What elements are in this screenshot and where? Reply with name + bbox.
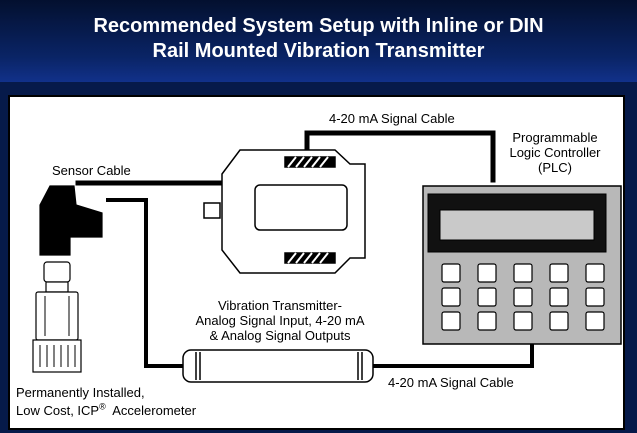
plc-keypad	[441, 263, 605, 331]
plc-key	[477, 263, 497, 283]
plc-key	[513, 287, 533, 307]
plc-key	[441, 263, 461, 283]
plc-key	[585, 263, 605, 283]
accel-text-pre: Low Cost, ICP	[16, 403, 100, 419]
accel-text-post: Accelerometer	[105, 403, 197, 419]
transmitter-label-line-3: & Analog Signal Outputs	[209, 328, 351, 343]
accelerometer	[32, 185, 103, 373]
plc-key	[549, 263, 569, 283]
accel-base-grooves	[39, 345, 76, 367]
title-band: Recommended System Setup with Inline or …	[0, 0, 637, 82]
accelerometer-label-line-2: Low Cost, ICP® Accelerometer	[16, 402, 197, 419]
inline-transmitter-body	[182, 349, 374, 383]
plc-label-line-3: (PLC)	[538, 160, 572, 175]
signal-cable-bottom	[370, 340, 534, 368]
cables	[75, 130, 534, 368]
plc-key	[585, 287, 605, 307]
plc-unit	[422, 185, 622, 345]
accel-base	[32, 339, 82, 373]
transmitter-label-line-1: Vibration Transmitter-	[217, 298, 343, 313]
signal-cable-bottom-label: 4-20 mA Signal Cable	[388, 375, 514, 390]
title-line-1: Recommended System Setup with Inline or …	[93, 15, 544, 37]
transmitter-label-line-2: Analog Signal Input, 4-20 mA	[195, 313, 365, 328]
signal-cable-top-label: 4-20 mA Signal Cable	[329, 111, 455, 126]
din-top-terminal-stripes	[287, 156, 329, 168]
plc-key	[585, 311, 605, 331]
accel-cap	[43, 261, 71, 283]
din-bottom-terminal	[284, 252, 336, 264]
accelerometer-label-line-1: Permanently Installed,	[16, 385, 145, 400]
diagram-title: Recommended System Setup with Inline or …	[0, 14, 637, 64]
signal-cable-top	[304, 130, 496, 183]
accel-neck	[45, 281, 69, 293]
registered-mark: ®	[99, 402, 106, 412]
plc-key	[441, 311, 461, 331]
plc-key	[477, 287, 497, 307]
plc-label: Programmable Logic Controller (PLC)	[500, 130, 610, 175]
sensor-cable-label: Sensor Cable	[52, 163, 131, 178]
plc-key	[477, 311, 497, 331]
transmitter-label: Vibration Transmitter- Analog Signal Inp…	[165, 298, 395, 343]
plc-label-line-1: Programmable	[512, 130, 598, 145]
sensor-cable-to-transmitter	[106, 198, 188, 368]
plc-display	[439, 209, 595, 241]
din-rail-transmitter	[203, 149, 366, 274]
plc-label-line-2: Logic Controller	[509, 145, 601, 160]
title-line-2: Rail Mounted Vibration Transmitter	[152, 40, 485, 62]
accel-body	[35, 291, 79, 341]
plc-key	[441, 287, 461, 307]
accelerometer-label: Permanently Installed, Low Cost, ICP® Ac…	[16, 385, 196, 418]
plc-key	[513, 311, 533, 331]
plc-key	[513, 263, 533, 283]
plc-key	[549, 287, 569, 307]
din-left-tab	[203, 202, 221, 219]
din-bottom-terminal-stripes	[287, 252, 329, 264]
din-label-window	[254, 184, 348, 231]
inline-transmitter	[182, 349, 374, 383]
plc-key	[549, 311, 569, 331]
sensor-connector	[39, 185, 103, 256]
din-top-terminal	[284, 156, 336, 168]
